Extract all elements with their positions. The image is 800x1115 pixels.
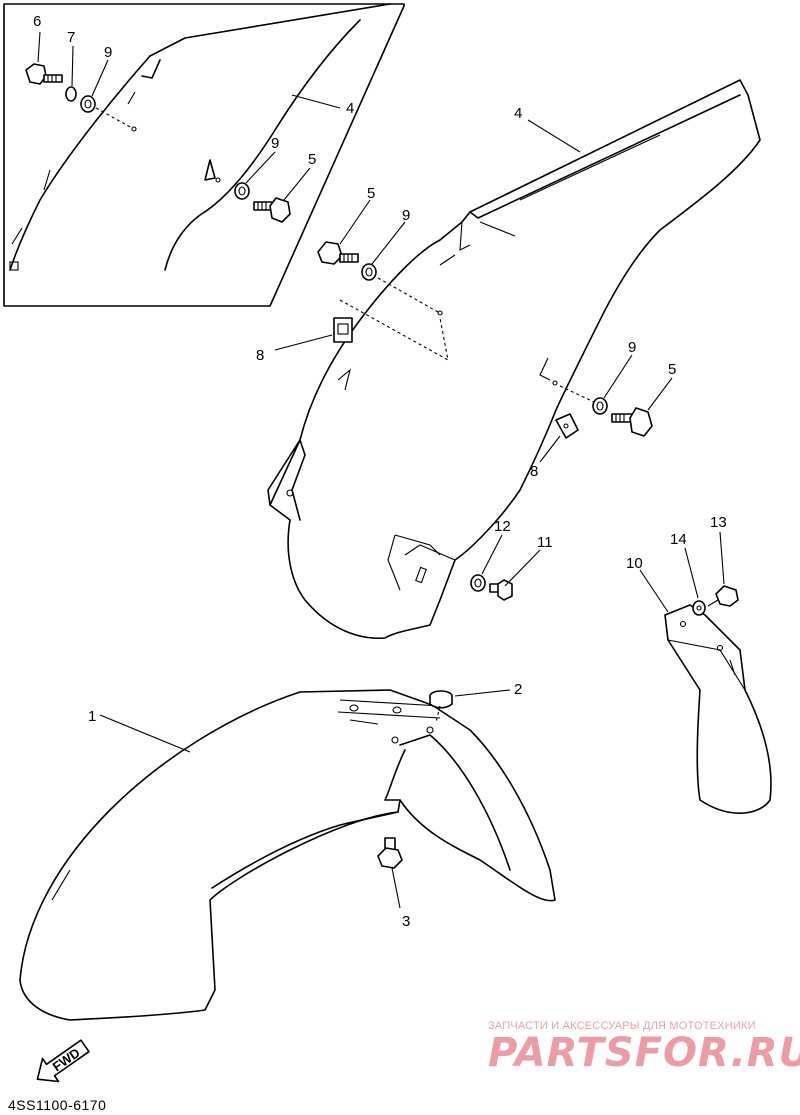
callout-12: 12 [494, 518, 511, 535]
callout-14: 14 [670, 531, 687, 548]
watermark-tagline: ЗАПЧАСТИ И АКСЕССУАРЫ ДЛЯ МОТОТЕХНИКИ [488, 1020, 756, 1032]
inset-fender-inner-edge [164, 19, 361, 271]
bolt-3-icon [377, 837, 403, 869]
callout-8-left: 8 [256, 347, 264, 364]
callout-9-inset-mid: 9 [271, 135, 279, 152]
leader-lines [99, 119, 725, 909]
nut-2-icon [429, 690, 453, 709]
inset-fender-left-edge [9, 55, 151, 271]
inset-fender-top-edge [149, 3, 391, 57]
washer-7-icon [65, 86, 77, 102]
inset-frame [3, 3, 405, 307]
front-fender-part-1 [19, 689, 556, 1021]
collar-9-upper-icon [361, 263, 377, 281]
callout-1: 1 [88, 708, 96, 725]
collar-9-right-icon [592, 397, 608, 415]
callout-10: 10 [626, 555, 643, 572]
callout-11: 11 [537, 534, 553, 551]
watermark-logo: PARTSFOR.RU [488, 1030, 800, 1076]
callout-9-main-upper: 9 [402, 207, 410, 224]
callout-4-inset: 4 [346, 100, 354, 117]
washer-12-icon [470, 574, 486, 592]
callout-8-right: 8 [530, 463, 538, 480]
callout-5-inset: 5 [308, 151, 316, 168]
screw-13-icon [707, 585, 739, 607]
front-fender-outline [19, 689, 556, 1021]
bolt-5-inset-icon [253, 197, 291, 223]
callout-2: 2 [514, 681, 522, 698]
mud-flap-part-10 [664, 604, 772, 814]
bolt-5-right-icon [611, 407, 653, 437]
callout-9-inset-top: 9 [104, 44, 112, 61]
collar-9-inset-top-icon [80, 95, 96, 113]
callout-5-main-right: 5 [668, 361, 676, 378]
collar-9-inset-mid-icon [234, 182, 250, 200]
bolt-5-upper-icon [317, 241, 359, 265]
clip-nut-8-left-icon [333, 317, 353, 343]
callout-7: 7 [67, 29, 75, 46]
inset-detail [3, 3, 405, 307]
rear-fender-part-4 [267, 79, 761, 640]
bolt-6-icon [25, 63, 63, 85]
fwd-arrow-icon: FWD [36, 1039, 90, 1083]
callout-9-main-right: 9 [628, 339, 636, 356]
callout-13: 13 [710, 514, 727, 531]
rear-fender-outline [267, 79, 761, 640]
callout-6: 6 [33, 13, 41, 30]
callout-5-main-upper: 5 [367, 185, 375, 202]
diagram-code: 4SS1100-6170 [8, 1097, 107, 1113]
washer-14-icon [692, 600, 706, 616]
screw-11-icon [489, 579, 513, 601]
callout-4-main: 4 [514, 105, 522, 122]
clip-nut-8-right-icon [555, 413, 579, 439]
mud-flap-outline [664, 604, 772, 814]
callout-3: 3 [402, 913, 410, 930]
